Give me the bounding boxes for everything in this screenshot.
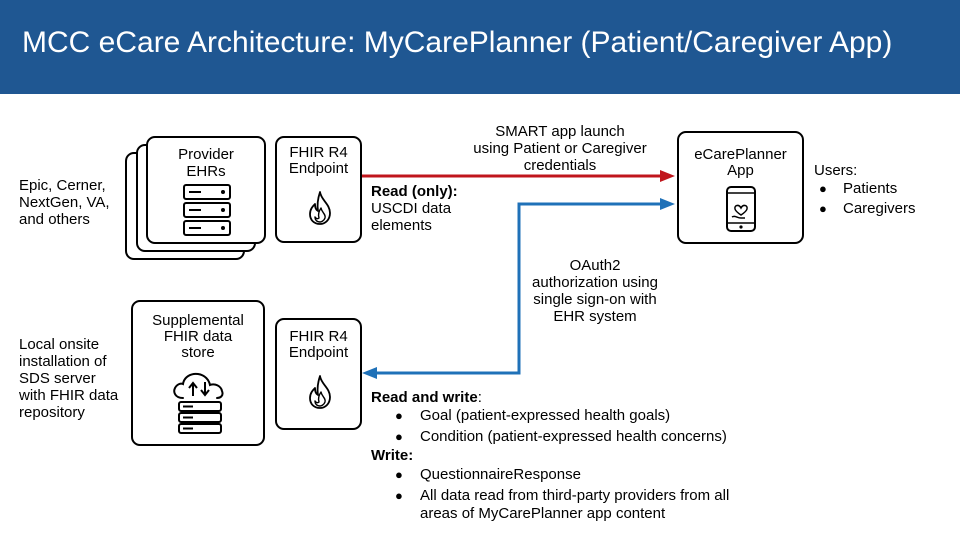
left-bottom-line-1: Local onsite	[19, 336, 100, 353]
fhir-top-label-1: FHIR R4	[289, 144, 348, 161]
users-item-patients: Patients	[843, 180, 898, 197]
read-write-bold: Read and write	[371, 389, 478, 406]
app-label-1: eCarePlanner	[694, 146, 787, 163]
smart-launch-line-3: credentials	[523, 157, 597, 174]
sds-box: Supplemental FHIR data store	[131, 300, 265, 446]
rw-bullet-2: ●	[395, 429, 403, 444]
sds-label-1: Supplemental	[152, 312, 244, 329]
write-item-all-data-line-2: areas of MyCarePlanner app content	[420, 505, 666, 522]
users-item-caregivers: Caregivers	[843, 200, 916, 217]
title-bar: MCC eCare Architecture: MyCarePlanner (P…	[0, 0, 960, 94]
read-only-heading: Read (only):	[371, 183, 458, 200]
fhir-endpoint-top-box: FHIR R4 Endpoint	[275, 136, 362, 243]
write-item-questionnaire: QuestionnaireResponse	[420, 466, 581, 483]
left-bottom-line-3: SDS server	[19, 370, 96, 387]
provider-ehrs-label-1: Provider	[178, 146, 234, 163]
oauth-arrow	[374, 202, 663, 375]
left-bottom-line-2: installation of	[19, 353, 107, 370]
fhir-bottom-label-1: FHIR R4	[289, 328, 348, 345]
left-top-line-2: NextGen, VA,	[19, 194, 110, 211]
smart-launch-line-2: using Patient or Caregiver	[473, 140, 647, 157]
left-bottom-line-4: with FHIR data	[19, 387, 119, 404]
cloud-server-icon	[173, 372, 224, 434]
rw-bullet-1: ●	[395, 408, 403, 423]
left-bottom-line-5: repository	[19, 404, 85, 421]
sds-label-3: store	[181, 344, 215, 361]
ecareplanner-app-box: eCarePlanner App	[677, 131, 804, 244]
mobile-health-icon	[726, 186, 756, 232]
rw-item-condition: Condition (patient-expressed health conc…	[420, 428, 727, 445]
read-only-line-1: USCDI data	[371, 200, 452, 217]
oauth-line-1: OAuth2	[569, 257, 621, 274]
oauth-line-3: single sign-on with	[533, 291, 657, 308]
blue-arrowhead-left	[362, 367, 377, 379]
oauth-line-2: authorization using	[532, 274, 658, 291]
oauth-line-4: EHR system	[553, 308, 637, 325]
provider-ehrs-box: Provider EHRs	[146, 136, 266, 244]
server-icon	[183, 184, 231, 236]
write-bullet-1: ●	[395, 467, 403, 482]
page-title: MCC eCare Architecture: MyCarePlanner (P…	[22, 26, 893, 59]
fhir-flame-icon	[309, 375, 331, 409]
fhir-flame-icon	[309, 191, 331, 225]
app-label-2: App	[727, 162, 754, 179]
left-top-line-1: Epic, Cerner,	[19, 177, 106, 194]
fhir-bottom-label-2: Endpoint	[288, 344, 349, 361]
fhir-top-label-2: Endpoint	[288, 160, 349, 177]
read-write-heading: Read and write:	[371, 389, 482, 407]
users-heading: Users:	[814, 162, 858, 179]
provider-ehrs-label-2: EHRs	[186, 163, 226, 180]
users-bullet-2: ●	[819, 201, 827, 216]
read-only-line-2: elements	[371, 217, 432, 234]
read-write-suffix: :	[477, 389, 482, 406]
blue-arrowhead-right	[660, 198, 675, 210]
write-heading: Write:	[371, 447, 414, 464]
rw-item-goal: Goal (patient-expressed health goals)	[420, 407, 671, 424]
users-bullet-1: ●	[819, 181, 827, 196]
smart-launch-line-1: SMART app launch	[495, 123, 625, 140]
fhir-endpoint-bottom-box: FHIR R4 Endpoint	[275, 318, 362, 430]
write-bullet-2: ●	[395, 488, 403, 503]
write-item-all-data-line-1: All data read from third-party providers…	[420, 487, 730, 504]
left-top-line-3: and others	[19, 211, 90, 228]
red-arrowhead	[660, 170, 675, 182]
sds-label-2: FHIR data	[163, 328, 233, 345]
